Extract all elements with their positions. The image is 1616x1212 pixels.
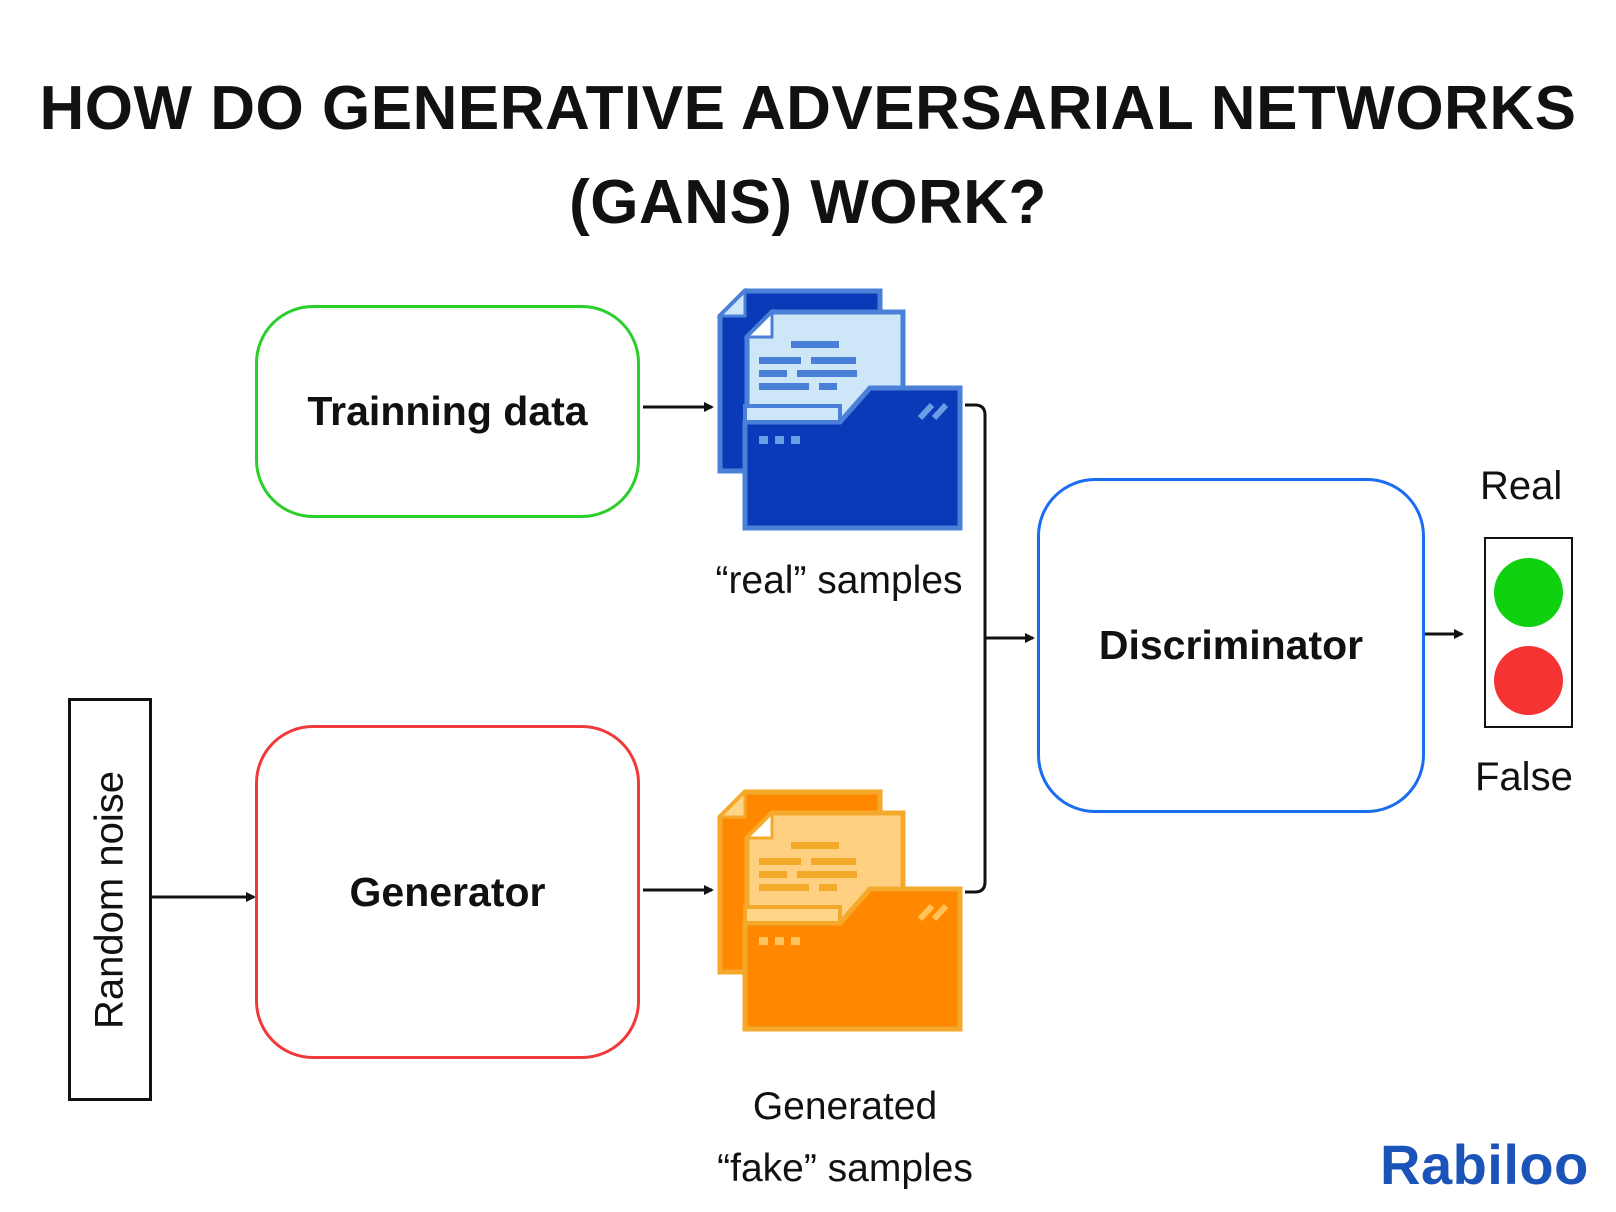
title-line-1: HOW DO GENERATIVE ADVERSARIAL NETWORKS [39, 74, 1577, 143]
random-noise-box [68, 698, 152, 1101]
discriminator-label: Discriminator [1098, 622, 1364, 668]
fake-samples-caption: Generated “fake” samples [680, 1076, 1010, 1200]
brand-logo: Rabiloo [1380, 1133, 1589, 1196]
bracket-merge [965, 403, 987, 894]
training-data-box: Trainning data [255, 305, 640, 518]
real-samples-caption: “real” samples [715, 559, 963, 602]
training-data-label: Trainning data [307, 388, 588, 434]
real-samples-folder-icon [716, 288, 963, 531]
generator-label: Generator [349, 868, 546, 915]
title-line-2: (GANS) WORK? [569, 168, 1047, 237]
fake-samples-folder-icon [716, 789, 963, 1032]
green-lamp-icon [1494, 558, 1563, 627]
generator-box: Generator [255, 725, 640, 1059]
discriminator-box: Discriminator [1037, 478, 1425, 813]
red-lamp-icon [1494, 646, 1563, 715]
traffic-light-icon [1484, 537, 1573, 728]
output-real-label: Real [1480, 464, 1563, 508]
fake-caption-line-2: “fake” samples [717, 1147, 973, 1190]
fake-caption-line-1: Generated [752, 1085, 938, 1128]
page-title: HOW DO GENERATIVE ADVERSARIAL NETWORKS (… [0, 62, 1616, 250]
output-false-label: False [1475, 755, 1573, 799]
random-noise-label: Random noise [87, 771, 132, 1029]
